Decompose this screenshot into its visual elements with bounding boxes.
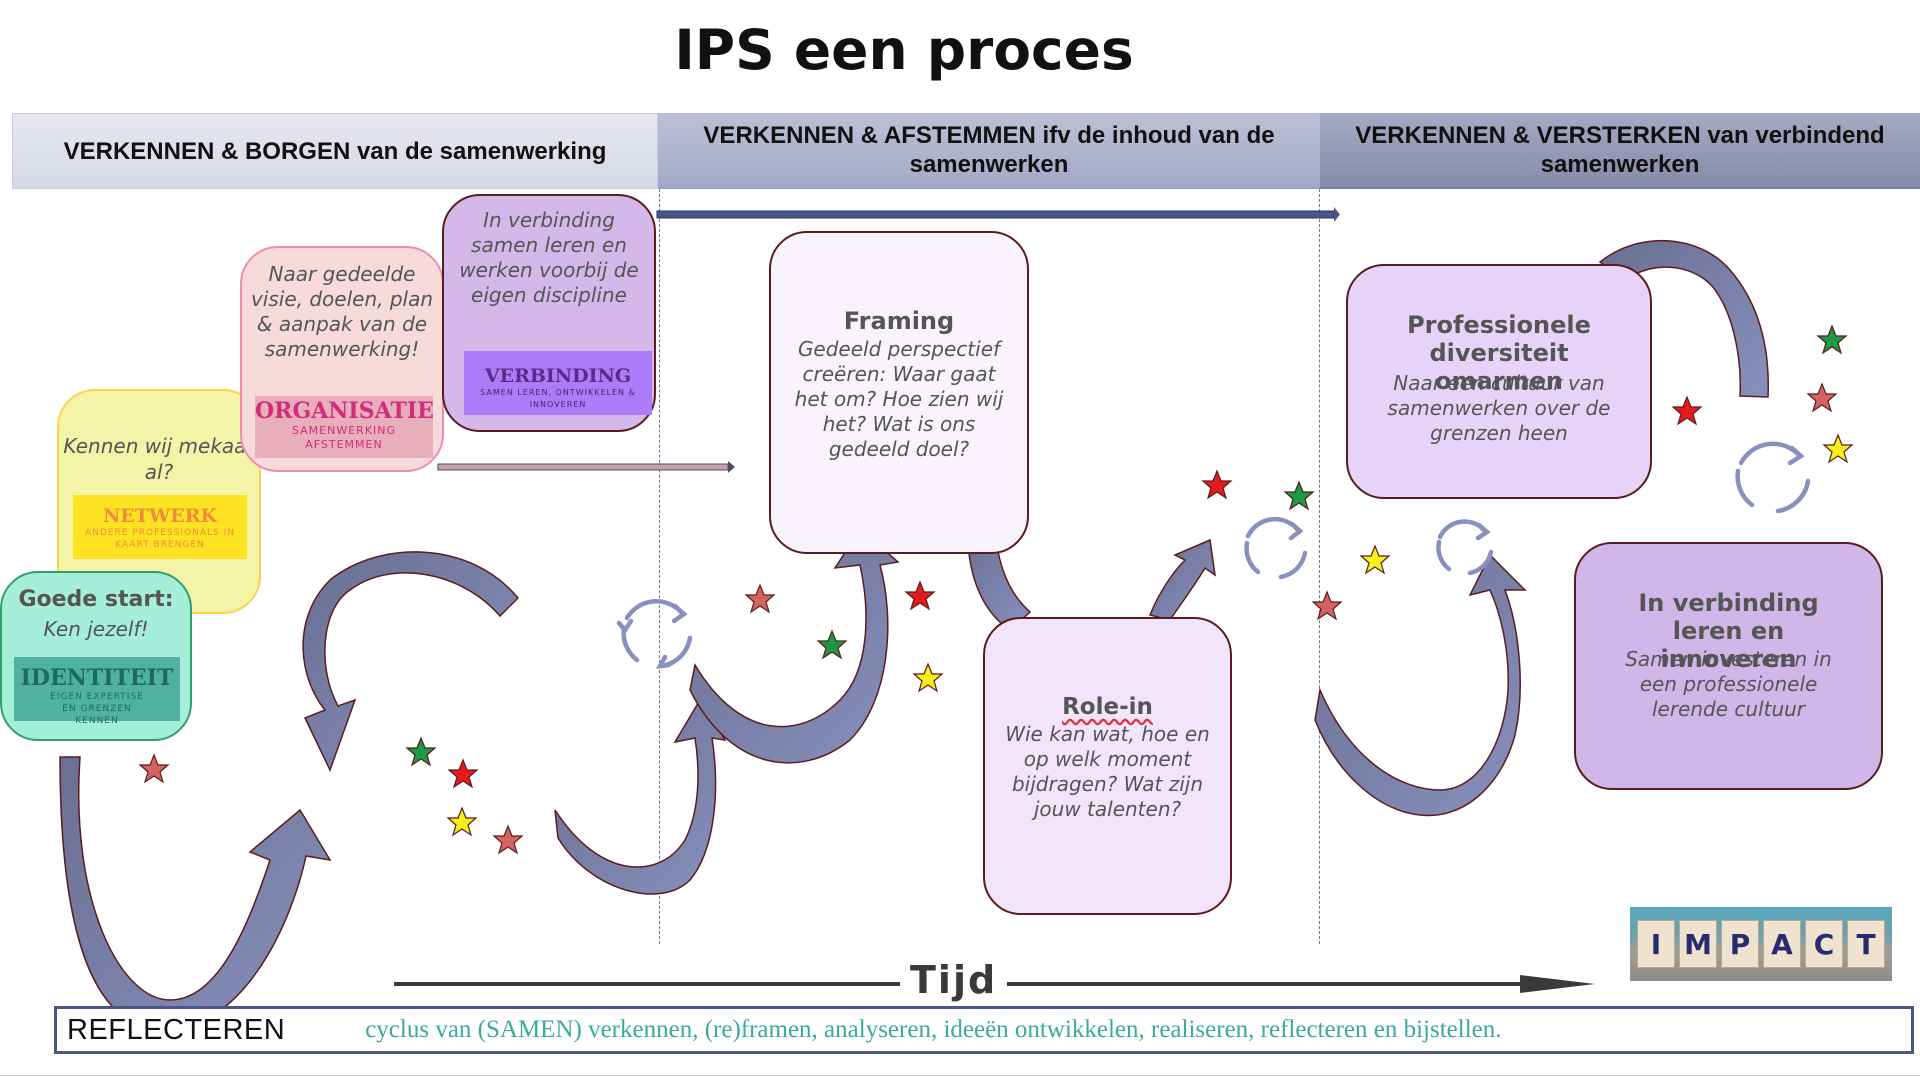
diversiteit-title: Professionele diversiteit omarmen <box>1407 311 1591 395</box>
star-icon <box>1806 382 1838 413</box>
role-in-box: Role-in Wie kan wat, hoe en op welk mome… <box>983 617 1232 915</box>
framing-title: Framing <box>843 307 955 335</box>
time-label: Tijd <box>900 958 1008 1002</box>
step-title: Goede start: <box>18 587 174 612</box>
cycle-icon <box>1244 516 1308 580</box>
star-icon <box>1359 544 1391 575</box>
badge-title: IDENTITEIT <box>20 665 174 691</box>
curved-arrow <box>689 541 900 764</box>
badge-title: VERBINDING <box>484 365 632 387</box>
bottom-divider <box>0 1075 1920 1076</box>
innoveren-title: In verbinding leren en innoveren <box>1638 589 1819 673</box>
identiteit-badge: IDENTITEIT EIGEN EXPERTISE EN GRENZEN KE… <box>14 657 180 726</box>
step-text: Naar gedeelde visie, doelen, plan & aanp… <box>250 262 434 361</box>
verbinding-badge: VERBINDING SAMEN LEREN, ONTWIKKELEN & IN… <box>464 351 652 415</box>
cycle-icon <box>616 599 693 669</box>
step-text: In verbinding samen leren en werken voor… <box>459 208 639 307</box>
curved-arrow <box>302 551 520 772</box>
star-icon <box>1816 324 1848 355</box>
star-icon <box>1201 469 1233 500</box>
phase-header-borgen: VERKENNEN & BORGEN van de samenwerking <box>12 113 658 189</box>
organisatie-badge: ORGANISATIE SAMENWERKING AFSTEMMEN <box>255 396 434 458</box>
innoveren-text: Samen investeren in een professionele le… <box>1625 647 1832 721</box>
innoveren-box: In verbinding leren en innoveren Samen i… <box>1574 542 1883 790</box>
reflect-bar: REFLECTEREN cyclus van (SAMEN) verkennen… <box>54 1006 1914 1054</box>
phase-divider <box>1319 189 1320 944</box>
badge-subtitle: EIGEN EXPERTISE EN GRENZEN KENNEN <box>50 692 144 726</box>
role-in-title: Role-in <box>1062 694 1153 720</box>
impact-tile: M <box>1679 920 1717 968</box>
star-icon <box>138 753 170 784</box>
impact-tile: I <box>1637 920 1675 968</box>
curved-arrow <box>554 698 727 895</box>
framing-text: Gedeeld perspectief creëren: Waar gaat h… <box>794 337 1004 461</box>
flow-arrow-top <box>656 207 1340 222</box>
badge-subtitle: SAMENWERKING AFSTEMMEN <box>291 424 397 451</box>
star-icon <box>492 824 524 855</box>
step-verbinding: In verbinding samen leren en werken voor… <box>442 194 656 432</box>
page-title: IPS een proces <box>674 18 1134 82</box>
step-text: Kennen wij mekaar al? <box>63 434 255 484</box>
cycle-icon <box>1436 519 1494 576</box>
role-in-text: Wie kan wat, hoe en op welk moment bijdr… <box>1005 722 1210 821</box>
framing-box: Framing Gedeeld perspectief creëren: Waa… <box>769 231 1029 554</box>
impact-tile: A <box>1763 920 1801 968</box>
reflect-text: cyclus van (SAMEN) verkennen, (re)framen… <box>365 1016 1502 1043</box>
diversiteit-box: Professionele diversiteit omarmen Naar e… <box>1346 264 1652 499</box>
reflect-label: REFLECTEREN <box>67 1013 286 1046</box>
star-icon <box>744 583 776 614</box>
diversiteit-text: Naar een cultuur van samenwerken over de… <box>1387 371 1611 445</box>
star-icon <box>405 736 437 767</box>
star-icon <box>1822 433 1854 464</box>
cycle-icons <box>616 441 1811 669</box>
phase-header-afstemmen: VERKENNEN & AFSTEMMEN ifv de inhoud van … <box>658 113 1320 189</box>
star-icon <box>446 806 478 837</box>
star-icon <box>1311 590 1343 621</box>
impact-tile: T <box>1847 920 1885 968</box>
phase-divider <box>659 189 660 944</box>
impact-tile: P <box>1721 920 1759 968</box>
curved-arrow <box>1148 538 1216 621</box>
stars <box>138 324 1854 855</box>
badge-subtitle: ANDERE PROFESSIONALS IN KAART BRENGEN <box>85 528 235 550</box>
impact-tile: C <box>1805 920 1843 968</box>
star-icon <box>1671 395 1703 426</box>
badge-subtitle: SAMEN LEREN, ONTWIKKELEN & INNOVEREN <box>480 388 636 409</box>
star-icon <box>447 758 479 789</box>
star-icon <box>1283 480 1315 511</box>
star-icon <box>904 580 936 611</box>
curved-arrow <box>59 756 332 1031</box>
step-goede-start: Goede start: Ken jezelf! IDENTITEIT EIGE… <box>0 571 192 741</box>
step-text: Ken jezelf! <box>43 617 149 641</box>
phase-header-versterken: VERKENNEN & VERSTERKEN van verbindend sa… <box>1320 113 1920 189</box>
star-icon <box>816 629 848 660</box>
star-icon <box>912 662 944 693</box>
curved-arrow <box>1598 239 1769 398</box>
badge-title: ORGANISATIE <box>255 398 434 424</box>
impact-image: I M P A C T <box>1630 907 1892 981</box>
flow-arrow-middle <box>437 461 735 473</box>
curved-arrow <box>1314 553 1527 817</box>
step-organisatie: Naar gedeelde visie, doelen, plan & aanp… <box>240 246 444 472</box>
badge-title: NETWERK <box>102 505 218 527</box>
cycle-icon <box>1735 441 1811 514</box>
netwerk-badge: NETWERK ANDERE PROFESSIONALS IN KAART BR… <box>73 495 247 559</box>
